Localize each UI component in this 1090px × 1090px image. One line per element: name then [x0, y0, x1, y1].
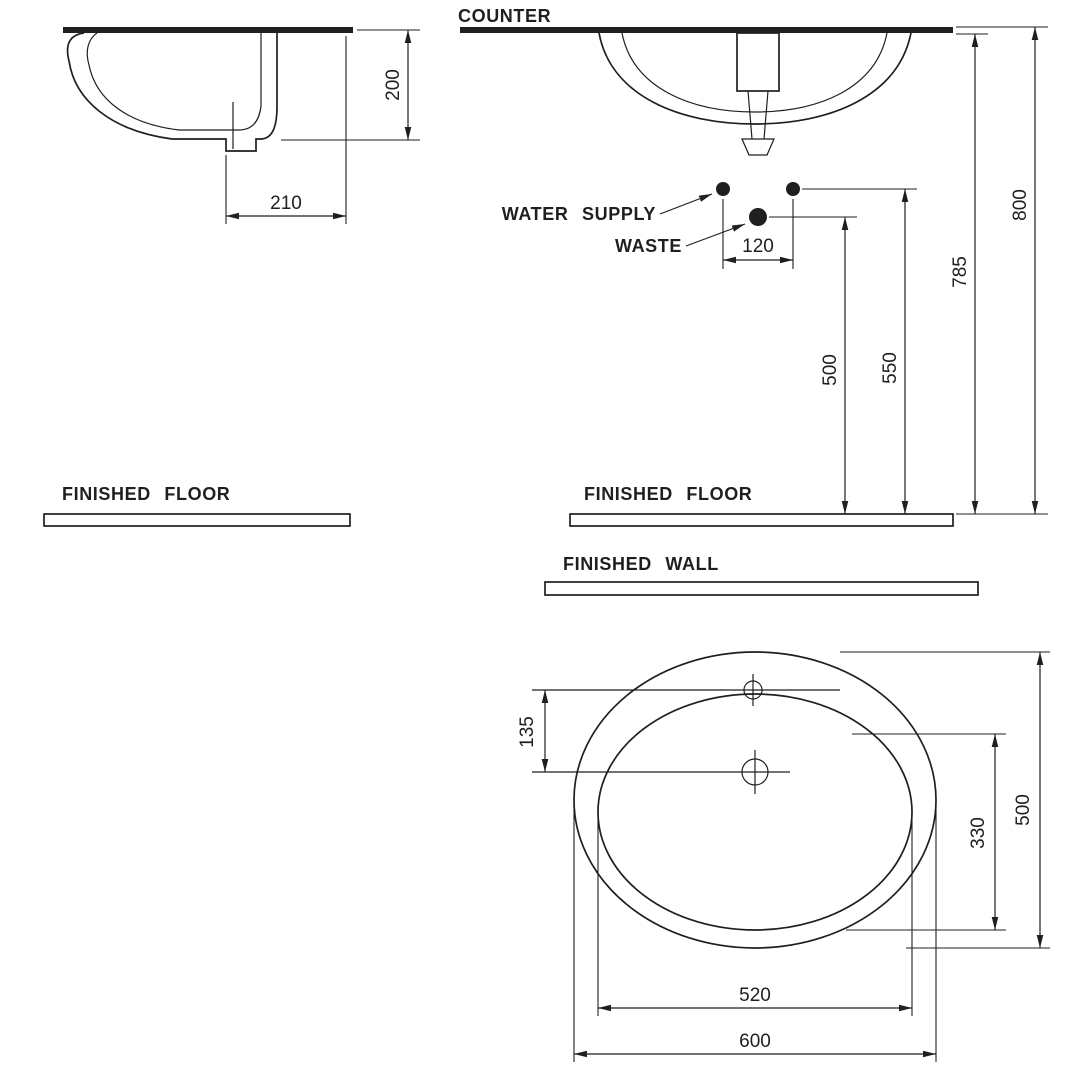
plan-view: 135 330 500 520 600 — [517, 651, 1050, 1062]
waste-point — [749, 208, 767, 226]
dim-800-value: 800 — [1010, 189, 1031, 221]
waste-flange — [741, 138, 775, 156]
basin-outer-profile — [66, 32, 278, 152]
dimension-500-plan: 500 — [840, 651, 1050, 949]
dimension-785: 785 — [950, 33, 1048, 515]
dim-520-value: 520 — [739, 985, 771, 1006]
counter-surface-front — [460, 27, 953, 33]
basin-inner-bowl — [597, 693, 913, 931]
tap-body — [736, 32, 780, 92]
dimension-200: 200 — [281, 29, 420, 141]
waste-label: WASTE — [615, 236, 682, 256]
dimension-135: 135 — [517, 690, 549, 772]
tap-hole — [532, 674, 840, 706]
dim-330-value: 330 — [968, 817, 989, 849]
dimension-550: 550 — [802, 188, 917, 514]
dim-785-value: 785 — [950, 256, 971, 288]
dimension-500-front: 500 — [769, 216, 857, 514]
dim-135-value: 135 — [517, 716, 538, 748]
counter-surface-side — [63, 27, 353, 33]
water-supply-leader-line — [659, 193, 713, 215]
dim-210-value: 210 — [270, 193, 302, 214]
finished-wall-label: FINISHED WALL — [563, 554, 719, 574]
dim-200-value: 200 — [383, 69, 404, 101]
dimension-520: 520 — [597, 820, 913, 1016]
dimension-600: 600 — [573, 806, 937, 1062]
dim-550-value: 550 — [880, 352, 901, 384]
water-supply-label: WATER SUPPLY — [502, 204, 656, 224]
finished-floor-bar-front — [569, 513, 954, 527]
waste-pipe-line — [763, 90, 769, 140]
waste-pipe-line — [747, 90, 753, 140]
side-view: 200 210 FINISHED FLOOR — [43, 27, 420, 527]
front-view: COUNTER WATER SUPPLY WASTE 120 500 — [458, 6, 1048, 596]
water-supply-point-right — [786, 182, 800, 196]
dimension-330: 330 — [846, 733, 1006, 931]
drain-circle — [741, 758, 769, 786]
basin-outer-rim — [573, 651, 937, 949]
dim-120-value: 120 — [742, 236, 774, 257]
water-supply-point-left — [716, 182, 730, 196]
dim-600-value: 600 — [739, 1031, 771, 1052]
waste-leader-line — [685, 223, 746, 247]
dimension-210: 210 — [225, 36, 347, 224]
tap-hole-circle — [743, 680, 763, 700]
dim-500-plan-value: 500 — [1013, 794, 1034, 826]
basin-front-inner — [621, 32, 888, 113]
counter-label: COUNTER — [458, 6, 551, 26]
finished-floor-label-front: FINISHED FLOOR — [584, 484, 752, 504]
finished-wall-bar — [544, 581, 979, 596]
dimension-800: 800 — [956, 26, 1048, 514]
basin-front-outer — [598, 32, 912, 125]
drain-hole — [532, 750, 790, 794]
dimension-120: 120 — [722, 199, 794, 269]
tap-and-waste-fitting — [736, 32, 780, 156]
dim-500-front-value: 500 — [820, 354, 841, 386]
finished-floor-bar-side — [43, 513, 351, 527]
basin-inner-profile — [86, 32, 262, 131]
finished-floor-label-side: FINISHED FLOOR — [62, 484, 230, 504]
